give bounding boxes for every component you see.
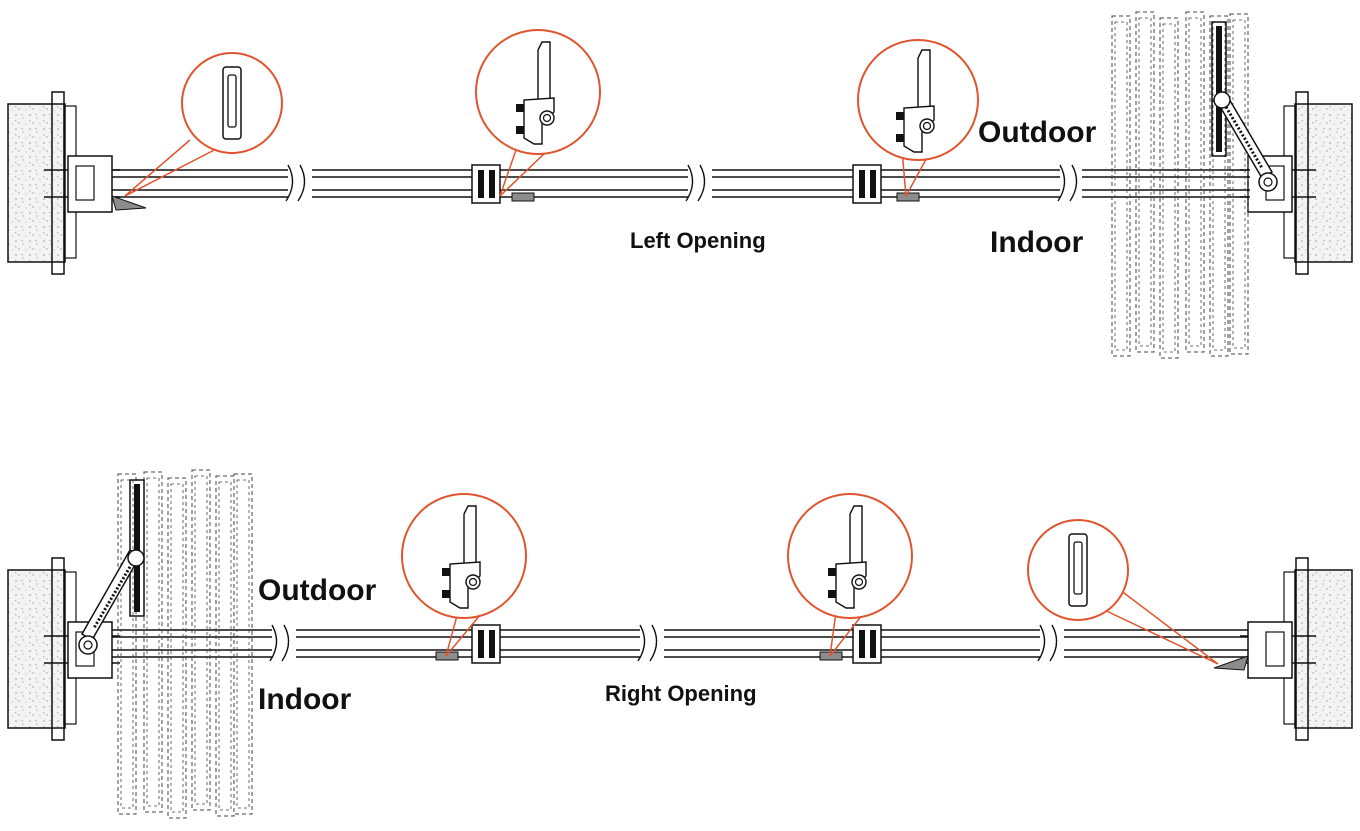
- label-indoor-top: Indoor: [990, 226, 1084, 259]
- sash-joint-1-top: [471, 164, 535, 204]
- callout-lock-1-bottom: [401, 493, 527, 657]
- label-indoor-bottom: Indoor: [258, 683, 352, 716]
- pull-detail-icon: [1068, 533, 1088, 607]
- label-outdoor-bottom: Outdoor: [258, 574, 377, 607]
- callout-pull-top: [124, 52, 283, 197]
- caption-left-opening: Left Opening: [630, 228, 766, 253]
- pull-handle-bottom: [1213, 655, 1249, 671]
- folded-sash-stack-bottom: [117, 469, 253, 819]
- callout-lock-2-bottom: [787, 493, 913, 657]
- track-rails-top: [112, 164, 1250, 202]
- callout-pull-bottom: [1027, 519, 1219, 665]
- wall-left-bottom: [7, 557, 121, 741]
- diagram-top-left-opening: [7, 11, 1353, 359]
- pull-detail-icon: [222, 66, 242, 140]
- stay-arm-bottom: [78, 548, 145, 655]
- caption-right-opening: Right Opening: [605, 681, 757, 706]
- sash-joint-1-bottom: [435, 624, 501, 664]
- stay-arm-top: [1213, 90, 1278, 192]
- sash-joint-2-bottom: [819, 624, 882, 664]
- track-rails-bottom: [112, 624, 1248, 662]
- label-outdoor-top: Outdoor: [978, 116, 1097, 149]
- callout-lock-1-top: [475, 29, 601, 197]
- wall-left-top: [7, 91, 121, 275]
- diagram-bottom-right-opening: [7, 469, 1353, 819]
- sash-joint-2-top: [852, 164, 920, 204]
- callout-lock-2-top: [857, 39, 979, 197]
- pull-handle-top: [111, 195, 147, 211]
- folded-sash-stack-top: [1111, 11, 1249, 359]
- wall-right-top: [1239, 91, 1353, 275]
- wall-right-bottom: [1239, 557, 1353, 741]
